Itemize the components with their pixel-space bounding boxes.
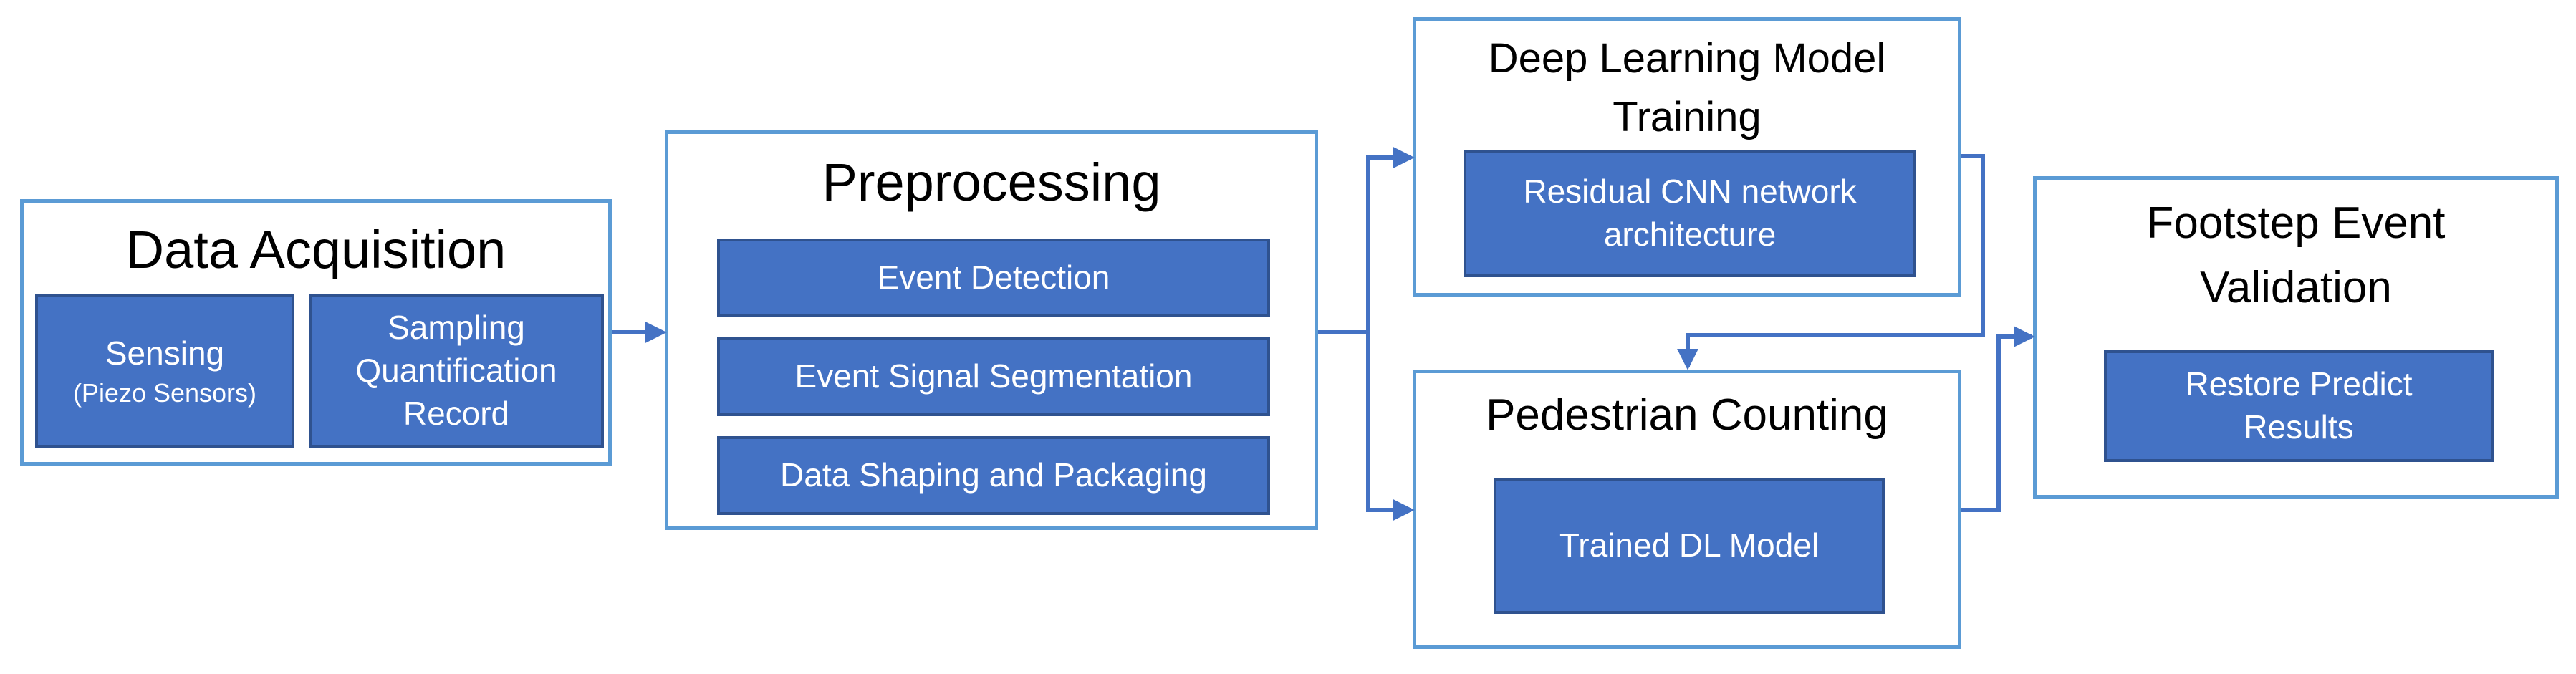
event-detection-label: Event Detection xyxy=(877,259,1110,297)
arrow-branch-to-training xyxy=(1366,147,1415,332)
sampling-box: Sampling Quantification Record xyxy=(309,294,604,448)
stage-footstep-validation: Footstep Event Validation Restore Predic… xyxy=(2033,176,2559,499)
stage-title-line-2: Validation xyxy=(2200,263,2392,312)
trained-dl-model-box: Trained DL Model xyxy=(1494,478,1885,614)
event-detection-box: Event Detection xyxy=(717,239,1270,317)
stage-title: Preprocessing xyxy=(822,153,1161,212)
stage-data-acquisition: Data Acquisition Sensing (Piezo Sensors)… xyxy=(20,199,612,466)
arrow-branch-to-counting xyxy=(1366,332,1415,521)
restore-predict-line-1: Restore Predict xyxy=(2185,365,2413,403)
stage-title-line-1: Deep Learning Model xyxy=(1488,35,1886,82)
sensing-box: Sensing (Piezo Sensors) xyxy=(35,294,294,448)
residual-cnn-box: Residual CNN network architecture xyxy=(1464,150,1916,277)
stage-preprocessing: Preprocessing Event Detection Event Sign… xyxy=(665,130,1318,530)
restore-predict-box: Restore Predict Results xyxy=(2104,350,2494,462)
sampling-line-2: Quantification xyxy=(355,352,557,390)
sampling-line-1: Sampling xyxy=(388,309,525,347)
data-shaping-box: Data Shaping and Packaging xyxy=(717,436,1270,515)
residual-cnn-line-2: architecture xyxy=(1603,216,1777,253)
stage-model-training: Deep Learning Model Training Residual CN… xyxy=(1413,17,1961,297)
sampling-line-3: Record xyxy=(403,394,510,432)
stage-title: Data Acquisition xyxy=(125,220,506,279)
stage-title: Pedestrian Counting xyxy=(1486,390,1888,440)
residual-cnn-line-1: Residual CNN network xyxy=(1523,173,1857,211)
event-signal-segmentation-box: Event Signal Segmentation xyxy=(717,337,1270,416)
restore-predict-line-2: Results xyxy=(2244,408,2354,446)
sensing-label: Sensing xyxy=(105,334,225,372)
arrow-counting-to-validation xyxy=(1961,326,2035,512)
event-signal-segmentation-label: Event Signal Segmentation xyxy=(794,357,1193,395)
stage-pedestrian-counting: Pedestrian Counting Trained DL Model xyxy=(1413,370,1961,649)
stage-title-line-1: Footstep Event xyxy=(2146,198,2446,248)
data-shaping-label: Data Shaping and Packaging xyxy=(780,456,1207,494)
trained-dl-model-label: Trained DL Model xyxy=(1559,526,1820,564)
sensing-note: (Piezo Sensors) xyxy=(72,377,257,408)
stage-title-line-2: Training xyxy=(1613,94,1762,140)
